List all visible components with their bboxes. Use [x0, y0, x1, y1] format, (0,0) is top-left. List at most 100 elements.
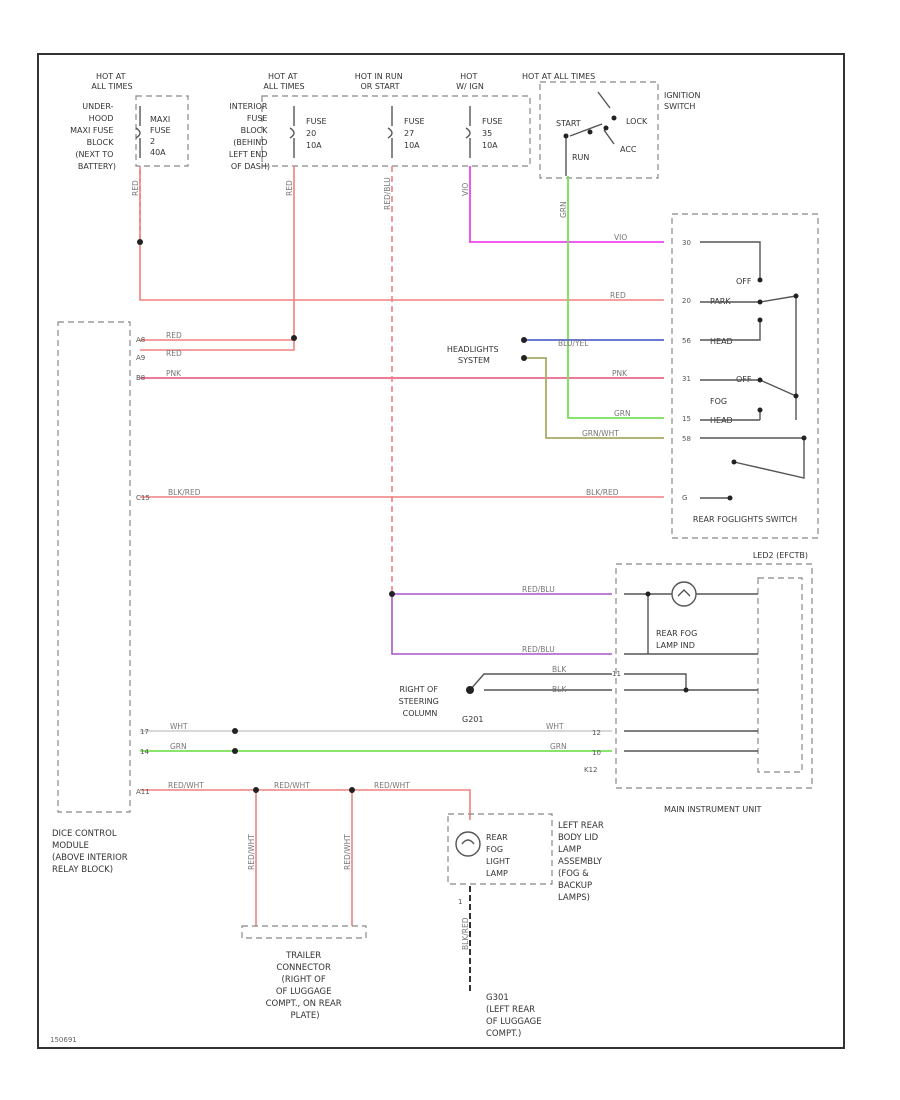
svg-text:31: 31	[682, 375, 691, 383]
svg-text:HEAD: HEAD	[710, 337, 733, 346]
underhood-fuse-block: HOT AT ALL TIMES UNDER- HOOD MAXI FUSE B…	[70, 72, 189, 171]
fuse27-hot-label: HOT IN RUN OR START	[355, 72, 406, 91]
wire-redwht	[140, 789, 471, 820]
instrument-led-label: LED2 (EFCTB)	[753, 551, 808, 560]
underhood-fuse-box	[135, 95, 189, 167]
rear-fog-indicator-lamp	[671, 581, 697, 607]
rear-fog-switch: 30 20 56 31 15 58 G OFF PARK HEAD OFF FO…	[671, 213, 819, 539]
label-inst-blk-2: BLK	[552, 685, 567, 694]
fuse27-symbol	[387, 106, 393, 158]
ignition-contacts	[565, 91, 615, 176]
label-switch-vio: VIO	[614, 233, 627, 242]
label-dice-b8: PNK	[166, 369, 182, 378]
ignition-run-label: RUN	[572, 153, 589, 162]
fuse20-label: FUSE 20 10A	[306, 117, 329, 150]
wire-red-maxi	[139, 166, 664, 301]
label-switch-blkred: BLK/RED	[586, 488, 619, 497]
instrument-title: MAIN INSTRUMENT UNIT	[664, 805, 762, 814]
wire-red-fuse20	[140, 166, 295, 351]
label-inst-blk-1: BLK	[552, 665, 567, 674]
fuse20-symbol	[289, 106, 295, 158]
label-dice-redwht-1: RED/WHT	[168, 781, 204, 790]
wire-grnwht	[524, 357, 664, 439]
rear-fog-switch-box	[671, 213, 819, 539]
label-dice-wht: WHT	[170, 722, 188, 731]
ignition-start-label: START	[556, 119, 581, 128]
fuse35-label: FUSE 35 10A	[482, 117, 505, 150]
svg-text:17: 17	[140, 728, 149, 736]
instrument-unit-box	[615, 563, 813, 789]
underhood-title: UNDER- HOOD MAXI FUSE BLOCK (NEXT TO BAT…	[70, 102, 116, 171]
svg-text:20: 20	[682, 297, 691, 305]
ignition-switch-box	[539, 81, 659, 179]
ground-right-steering-label: RIGHT OF STEERING COLUMN	[399, 685, 442, 718]
svg-text:1: 1	[458, 898, 462, 906]
fuse20-hot-label: HOT AT ALL TIMES	[263, 72, 304, 91]
ignition-hot-label: HOT AT ALL TIMES	[522, 72, 595, 81]
ground-g301-label: G301 (LEFT REAR OF LUGGAGE COMPT.)	[486, 993, 544, 1039]
interior-title: INTERIOR FUSE BLOCK (BEHIND LEFT END OF …	[229, 102, 270, 171]
diagram-frame	[37, 53, 845, 1049]
rear-lamp-box	[447, 813, 553, 885]
label-switch-bluyel: BLU/YEL	[558, 339, 589, 348]
fuse35-symbol	[465, 106, 471, 158]
label-dice-grn: GRN	[170, 742, 187, 751]
svg-text:58: 58	[682, 435, 691, 443]
instrument-inner-box	[757, 577, 803, 773]
svg-text:10: 10	[592, 749, 601, 757]
fuse27-label: FUSE 27 10A	[404, 117, 427, 150]
trailer-title: TRAILER CONNECTOR (RIGHT OF OF LUGGAGE C…	[266, 951, 345, 1021]
svg-text:A9: A9	[136, 354, 145, 362]
label-maxi-red: RED	[131, 180, 140, 196]
svg-text:A11: A11	[136, 788, 150, 796]
dice-module-box	[57, 321, 131, 813]
svg-text:OFF: OFF	[736, 277, 752, 286]
main-instrument-unit: LED2 (EFCTB) REAR FOG LAMP IND 12 10 11 …	[584, 551, 813, 814]
ignition-title: IGNITION SWITCH	[664, 91, 703, 111]
switch-contacts	[700, 241, 805, 499]
ground-g201-label: G201	[462, 715, 483, 724]
label-dice-a9: RED	[166, 349, 182, 358]
label-inst-redblu-1: RED/BLU	[522, 585, 555, 594]
rear-lamp-inner-label: REAR FOG LIGHT LAMP	[486, 833, 512, 878]
label-fuse20-red: RED	[285, 180, 294, 196]
rear-lamp-title: LEFT REAR BODY LID LAMP ASSEMBLY (FOG & …	[558, 821, 606, 903]
left-rear-lamp-assembly: REAR FOG LIGHT LAMP LEFT REAR BODY LID L…	[447, 813, 606, 906]
svg-text:12: 12	[592, 729, 601, 737]
svg-text:G: G	[682, 494, 687, 502]
label-inst-wht: WHT	[546, 722, 564, 731]
svg-text:A8: A8	[136, 336, 145, 344]
interior-fuse-box	[261, 95, 531, 167]
svg-text:K12: K12	[584, 766, 598, 774]
wire-violet	[469, 166, 664, 243]
dice-control-module: A8 A9 B8 C15 17 14 A11 DICE CONTROL MODU…	[52, 321, 150, 875]
svg-text:56: 56	[682, 337, 691, 345]
instrument-traces	[624, 593, 758, 752]
svg-text:B8: B8	[136, 374, 145, 382]
dice-title: DICE CONTROL MODULE (ABOVE INTERIOR RELA…	[52, 829, 130, 875]
trailer-connector-box	[241, 925, 367, 939]
label-switch-red: RED	[610, 291, 626, 300]
label-dice-redwht-3: RED/WHT	[374, 781, 410, 790]
label-inst-redblu-2: RED/BLU	[522, 645, 555, 654]
label-trailer-redwht-1: RED/WHT	[247, 834, 256, 870]
label-inst-grn: GRN	[550, 742, 567, 751]
figure-id: 150691	[50, 1036, 77, 1044]
svg-text:11: 11	[612, 670, 621, 678]
rear-fog-lamp-ind-label: REAR FOG LAMP IND	[656, 629, 700, 650]
svg-text:FOG: FOG	[710, 397, 727, 406]
label-fuse35-wire: VIO	[461, 183, 470, 196]
rear-fog-switch-title: REAR FOGLIGHTS SWITCH	[693, 515, 797, 524]
ignition-lock-label: LOCK	[626, 117, 648, 126]
label-dice-redwht-2: RED/WHT	[274, 781, 310, 790]
headlights-system-label: HEADLIGHTS SYSTEM	[447, 345, 501, 365]
wire-blk-ground	[469, 673, 612, 691]
wire-grn-ign	[567, 176, 664, 419]
ignition-acc-label: ACC	[620, 145, 637, 154]
interior-fuse-block: INTERIOR FUSE BLOCK (BEHIND LEFT END OF …	[229, 72, 531, 171]
label-switch-grnwht: GRN/WHT	[582, 429, 619, 438]
svg-text:14: 14	[140, 748, 149, 756]
fuse35-hot-label: HOT W/ IGN	[456, 72, 484, 91]
wire-redblu-2	[391, 594, 612, 655]
